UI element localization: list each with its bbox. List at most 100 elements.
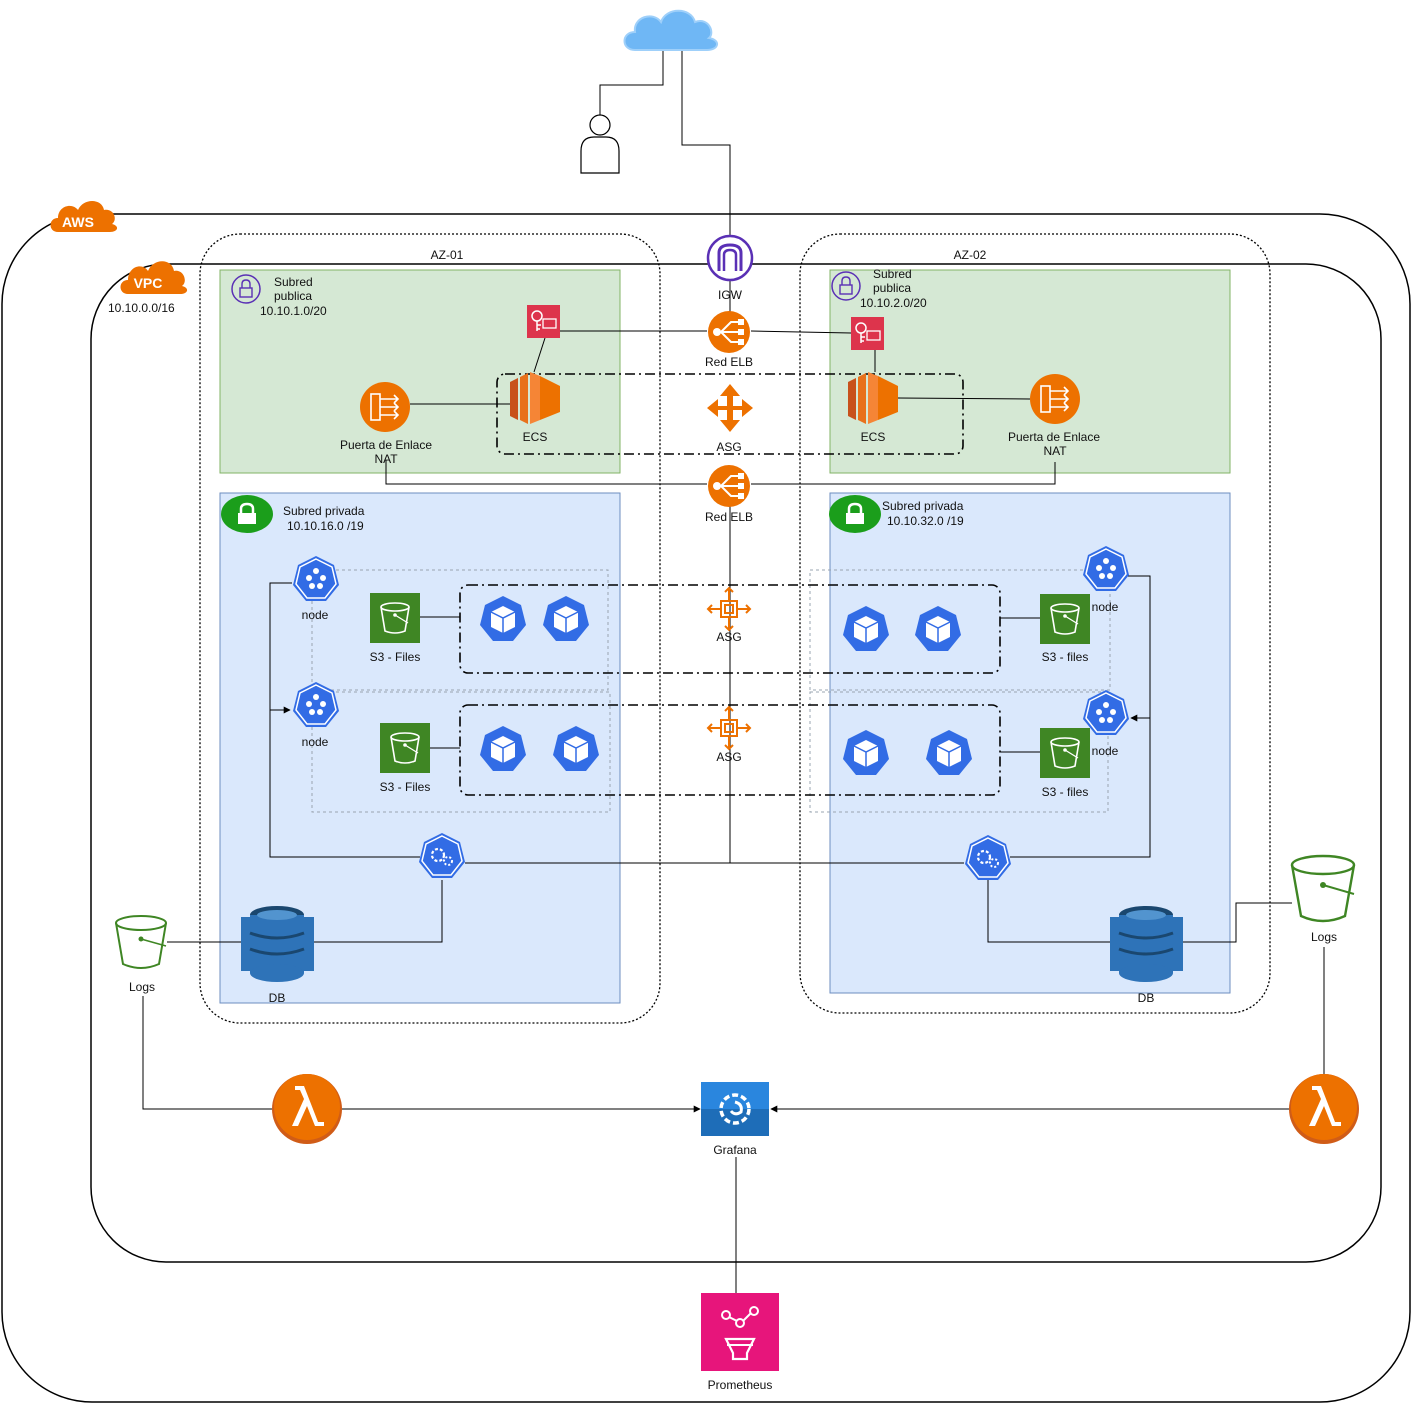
container-pod-icon (553, 726, 599, 771)
vpc-label: VPC (134, 275, 163, 291)
az-01-region (199, 233, 661, 1024)
lock-icon-public-right (831, 271, 861, 301)
db-label-right: DB (1137, 991, 1155, 1005)
ecs-label-right: ECS (860, 430, 886, 444)
node-label-right-2: node (1091, 744, 1119, 758)
aws-cloud-icon: AWS (50, 201, 118, 232)
public-subnet-left-cidr: 10.10.1.0/20 (260, 304, 327, 318)
public-subnet-right-cidr: 10.10.2.0/20 (860, 296, 927, 310)
az-01-label: AZ-01 (430, 248, 464, 262)
asg-ecs-box (496, 373, 964, 455)
public-subnet-right (829, 269, 1231, 474)
kubernetes-control-plane-icon-left (419, 833, 465, 878)
db-label-left: DB (268, 991, 286, 1005)
node-label-left-1: node (301, 608, 329, 622)
public-subnet-left-title-2: publica (274, 289, 313, 303)
logs-label-left: Logs (128, 980, 156, 994)
cloud-icon (623, 9, 718, 51)
s3-label-left-2: S3 - Files (379, 780, 431, 794)
node-group-left-1 (311, 569, 609, 691)
public-subnet-left (219, 269, 621, 474)
nat-label-right-1: Puerta de Enlace (1007, 430, 1101, 444)
s3-label-right-2: S3 - files (1041, 785, 1089, 799)
kubernetes-node-icon-left-1 (293, 556, 339, 601)
node-group-left-2 (311, 691, 611, 813)
user-icon (580, 114, 620, 174)
s3-label-left-1: S3 - Files (369, 650, 421, 664)
nat-label-left-1: Puerta de Enlace (339, 438, 433, 452)
prometheus-icon (701, 1293, 779, 1371)
red-elb-label-mid: Red ELB (704, 510, 754, 524)
container-pod-icon (843, 730, 889, 775)
ecs-icon-right (848, 372, 898, 424)
s3-bucket-icon-right-2 (1040, 728, 1090, 778)
node-label-left-2: node (301, 735, 329, 749)
public-subnet-right-title-1: Subred (873, 267, 912, 281)
asg-label-mid-1: ASG (716, 630, 742, 644)
lock-icon-private-left (221, 495, 273, 533)
container-pod-icon (480, 726, 526, 771)
kubernetes-node-icon-right-2 (1083, 690, 1129, 735)
aws-cloud-region (1, 213, 1411, 1403)
s3-label-right-1: S3 - files (1041, 650, 1089, 664)
asg-label-mid-2: ASG (716, 750, 742, 764)
s3-bucket-icon-left-1 (370, 593, 420, 643)
nat-label-left-2: NAT (374, 452, 398, 466)
lock-icon-public-left (231, 274, 261, 304)
asg-label-top: ASG (716, 440, 742, 454)
kubernetes-node-icon-left-2 (293, 682, 339, 727)
node-label-right-1: node (1091, 600, 1119, 614)
vpc-cloud-icon: VPC (120, 261, 188, 294)
kubernetes-control-plane-icon-right (965, 835, 1011, 880)
igw-label: IGW (718, 288, 742, 302)
public-subnet-left-title-1: Subred (274, 275, 313, 289)
container-pod-icon (843, 606, 889, 651)
lambda-icon-right (1289, 1074, 1359, 1144)
dynamodb-icon-right (1110, 906, 1183, 982)
nat-gateway-icon-left (360, 382, 410, 432)
private-subnet-right-cidr: 10.10.32.0 /19 (887, 514, 964, 528)
certificate-key-icon-right (851, 317, 884, 350)
red-elb-label-top: Red ELB (704, 355, 754, 369)
s3-bucket-icon-right-1 (1040, 594, 1090, 644)
nat-gateway-icon-right (1030, 374, 1080, 424)
logs-label-right: Logs (1310, 930, 1338, 944)
ecs-label-left: ECS (522, 430, 548, 444)
s3-logs-bucket-icon-right (1290, 854, 1356, 923)
vpc-cidr-label: 10.10.0.0/16 (108, 301, 175, 315)
auto-scaling-icon-top (707, 384, 753, 432)
aws-label: AWS (62, 214, 94, 230)
s3-logs-bucket-icon-left (115, 915, 167, 969)
pod-icons (480, 596, 972, 775)
node-group-right-2 (809, 691, 1109, 813)
private-subnet-left-cidr: 10.10.16.0 /19 (287, 519, 364, 533)
public-subnet-right-title-2: publica (873, 281, 912, 295)
prometheus-label: Prometheus (707, 1378, 773, 1392)
auto-scaling-chip-icon-1 (706, 586, 752, 632)
node-group-right-1 (809, 569, 1111, 691)
private-subnet-left-title: Subred privada (283, 504, 365, 518)
elb-icon-top (708, 311, 750, 353)
dynamodb-icon-left (241, 906, 314, 982)
internet-gateway-icon (706, 234, 754, 282)
ecs-icon-left (510, 372, 560, 424)
auto-scaling-chip-icon-2 (706, 705, 752, 751)
container-pod-icon (915, 606, 961, 651)
az-02-label: AZ-02 (953, 248, 987, 262)
lambda-icon-left (272, 1074, 342, 1144)
nat-label-right-2: NAT (1043, 444, 1067, 458)
container-pod-icon (926, 730, 972, 775)
lock-icon-private-right (829, 495, 881, 533)
s3-bucket-icon-left-2 (380, 723, 430, 773)
certificate-key-icon-left (527, 305, 560, 338)
kubernetes-node-icon-right-1 (1083, 546, 1129, 591)
container-pod-icon (543, 596, 589, 641)
grafana-label: Grafana (713, 1143, 757, 1157)
grafana-icon (701, 1082, 769, 1136)
private-subnet-right-title: Subred privada (882, 499, 964, 513)
elb-icon-mid (708, 465, 750, 507)
az-02-region (799, 233, 1271, 1014)
container-pod-icon (480, 596, 526, 641)
connections (142, 50, 1325, 1293)
